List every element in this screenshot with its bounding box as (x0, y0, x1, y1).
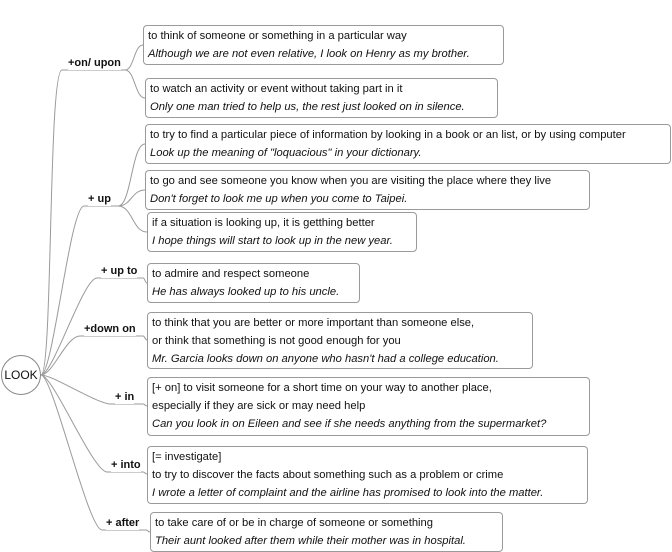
branch-into: + into (111, 459, 141, 472)
root-node-look: LOOK (1, 355, 41, 395)
definition-line: especially if they are sick or may need … (152, 400, 366, 412)
definition-line: to try to discover the facts about somet… (152, 469, 504, 481)
definition-line: to go and see someone you know when you … (150, 175, 552, 187)
sense-card-up-to-1: to admire and respect someone He has alw… (147, 263, 360, 303)
root-to-branch-line (40, 374, 112, 405)
branch-to-sense-line (124, 44, 144, 71)
sense-card-on-1: to think of someone or something in a pa… (143, 25, 504, 65)
branch-to-sense-line (117, 205, 148, 233)
root-to-branch-line (40, 69, 63, 376)
definition-line: if a situation is looking up, it is gett… (152, 217, 375, 229)
definition-line: to think of someone or something in a pa… (148, 30, 407, 42)
example-sentence: I hope things will start to look up in t… (152, 235, 393, 247)
example-sentence: Mr. Garcia looks down on anyone who hasn… (152, 353, 499, 365)
branch-to-sense-line (117, 143, 146, 207)
definition-line: [= investigate] (152, 451, 222, 463)
branch-after: + after (106, 517, 140, 530)
definition-line: to take care of or be in charge of someo… (155, 517, 433, 529)
sense-card-up-3: if a situation is looking up, it is gett… (147, 212, 417, 252)
branch-to-sense-line (142, 335, 148, 341)
definition-line: to admire and respect someone (152, 268, 310, 280)
example-sentence: Look up the meaning of "loquacious" in y… (150, 147, 422, 159)
definition-line: [+ on] to visit someone for a short time… (152, 382, 492, 394)
root-to-branch-line (40, 335, 81, 376)
sense-card-up-1: to try to find a particular piece of inf… (145, 124, 671, 164)
definition-line: or think that something is not good enou… (152, 335, 401, 347)
root-to-branch-line (40, 374, 103, 531)
example-sentence: Can you look in on Eileen and see if she… (152, 418, 547, 430)
definition-line: to watch an activity or event without ta… (150, 83, 403, 95)
sense-card-down-on-1: to think that you are better or more imp… (147, 312, 533, 369)
branch-up: + up (88, 193, 111, 206)
sense-card-into-1: [= investigate] to try to discover the f… (147, 446, 588, 504)
example-sentence: Only one man tried to help us, the rest … (150, 101, 465, 113)
example-sentence: He has always looked up to his uncle. (152, 286, 340, 298)
definition-line: to think that you are better or more imp… (152, 317, 475, 329)
sense-card-after-1: to take care of or be in charge of someo… (150, 512, 503, 552)
branch-in: + in (115, 391, 135, 404)
branch-to-sense-line (145, 529, 151, 533)
example-sentence: Although we are not even relative, I loo… (148, 48, 470, 60)
root-to-branch-line (40, 205, 85, 376)
branch-to-sense-line (142, 471, 148, 475)
branch-down-on: +down on (84, 323, 136, 336)
root-to-branch-line (40, 277, 98, 376)
sense-card-in-1: [+ on] to visit someone for a short time… (147, 377, 590, 436)
branch-to-sense-line (117, 189, 146, 207)
root-to-branch-line (40, 374, 108, 473)
sense-card-on-2: to watch an activity or event without ta… (145, 78, 498, 118)
root-label: LOOK (4, 368, 38, 382)
sense-card-up-2: to go and see someone you know when you … (145, 170, 590, 210)
branch-to-sense-line (142, 277, 148, 284)
example-sentence: I wrote a letter of complaint and the ai… (152, 487, 544, 499)
branch-to-sense-line (124, 69, 146, 99)
example-sentence: Don't forget to look me up when you come… (150, 193, 408, 205)
definition-line: to try to find a particular piece of inf… (150, 129, 626, 141)
branch-on-upon: +on/ upon (68, 57, 121, 70)
branch-up-to: + up to (101, 265, 138, 278)
branch-to-sense-line (142, 403, 148, 407)
example-sentence: Their aunt looked after them while their… (155, 535, 466, 547)
